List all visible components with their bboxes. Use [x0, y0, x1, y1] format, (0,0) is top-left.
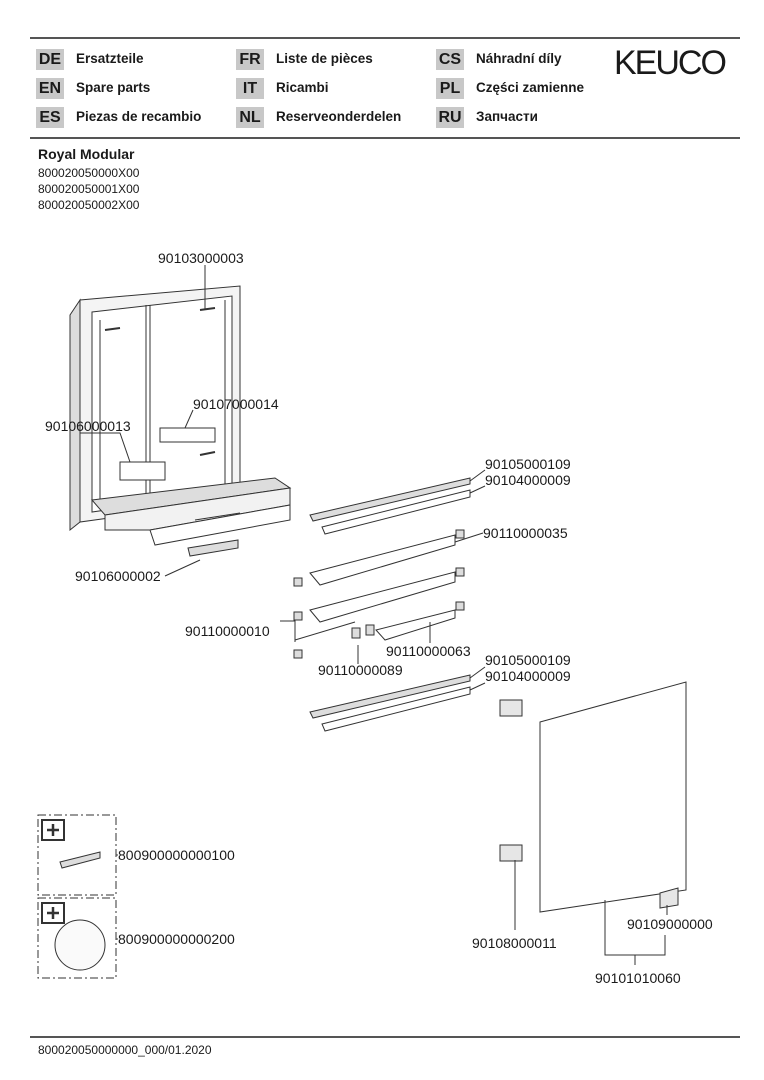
part-number-label: 90106000002: [75, 568, 161, 584]
rail-set-bottom: [309, 666, 486, 732]
keuco-logo: KEUCO: [614, 44, 727, 82]
rail-set-top: [309, 469, 486, 535]
product-number: 800020050002X00: [38, 198, 140, 212]
lang-label: Liste de pièces: [276, 51, 373, 66]
lang-code: EN: [36, 78, 64, 99]
lang-label: Części zamienne: [476, 80, 585, 95]
part-number-label: 90110000063: [386, 643, 471, 659]
part-number-label: 90105000109: [485, 652, 571, 668]
part-number-label: 90108000011: [472, 935, 557, 951]
lang-code: RU: [436, 107, 464, 128]
product-number: 800020050001X00: [38, 182, 140, 196]
lang-label: Ricambi: [276, 80, 329, 95]
shelf: [309, 571, 456, 623]
lang-code: PL: [436, 78, 464, 99]
part-number-label: 90110000035: [483, 525, 568, 541]
part-number-label: 90105000109: [485, 456, 571, 472]
lang-label: Náhradní díly: [476, 51, 562, 66]
lang-label: Spare parts: [76, 80, 151, 95]
part-number-label: 800900000000100: [118, 847, 235, 863]
part-number-label: 90101010060: [595, 970, 681, 986]
product-name: Royal Modular: [38, 146, 135, 162]
part-number-label: 90103000003: [158, 250, 244, 266]
part-number-label: 90109000000: [627, 916, 713, 932]
part-number-label: 90104000009: [485, 472, 571, 488]
footer-rule: [30, 1036, 740, 1038]
part-number-label: 800900000000200: [118, 931, 235, 947]
top-rule: [30, 37, 740, 39]
part-number-label: 90106000013: [45, 418, 131, 434]
lang-code: DE: [36, 49, 64, 70]
lang-code: NL: [236, 107, 264, 128]
lang-label: Ersatzteile: [76, 51, 144, 66]
part-number-label: 90110000010: [185, 623, 270, 639]
document-number: 800020050000000_000/01.2020: [38, 1043, 212, 1057]
part-number-label: 90104000009: [485, 668, 571, 684]
lang-label: Reserveonderdelen: [276, 109, 402, 124]
lang-code: CS: [436, 49, 464, 70]
part-number-label: 90110000089: [318, 662, 403, 678]
lang-code: FR: [236, 49, 264, 70]
lang-code: IT: [236, 78, 264, 99]
mirror-door: [539, 681, 687, 913]
part-number-label: 90107000014: [193, 396, 279, 412]
shelf: [309, 534, 456, 586]
cabinet-frame: [69, 285, 292, 557]
lang-label: Piezas de recambio: [76, 109, 202, 124]
lang-code: ES: [36, 107, 64, 128]
product-number: 800020050000X00: [38, 166, 140, 180]
shelf: [375, 609, 456, 641]
lang-label: Запчасти: [476, 109, 538, 124]
header-rule: [30, 137, 740, 139]
